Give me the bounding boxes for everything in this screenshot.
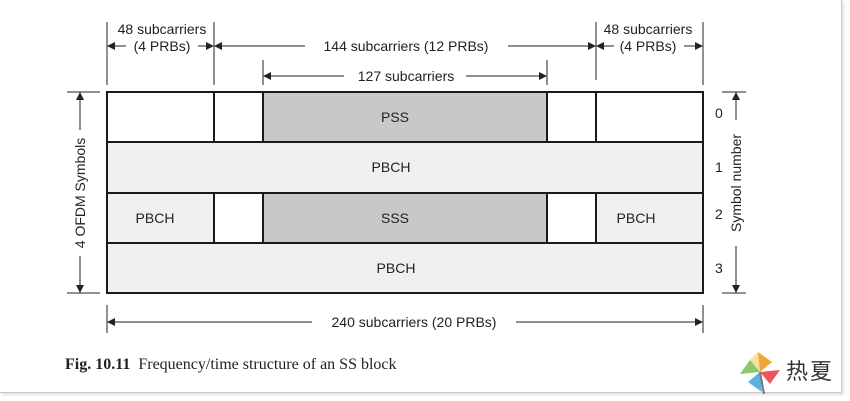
- bottom-240-label: 240 subcarriers (20 PRBs): [332, 314, 497, 330]
- pbch-row1-label: PBCH: [372, 159, 411, 175]
- cell-pbch-row1: [106, 141, 704, 194]
- cell-empty-r0-left: [106, 91, 215, 143]
- symbol-number-1: 1: [715, 159, 723, 175]
- dimension-arrows: [76, 42, 740, 326]
- figure-caption: Fig. 10.11 Frequency/time structure of an…: [65, 356, 397, 374]
- figure-frame: [0, 0, 842, 393]
- cell-empty-r2-gap-right: [546, 192, 597, 244]
- pbch-row3-label: PBCH: [377, 260, 416, 276]
- ss-grid: [106, 91, 704, 294]
- symbol-number-3: 3: [715, 260, 723, 276]
- symbol-number-2: 2: [715, 206, 723, 222]
- sss-label: SSS: [381, 210, 409, 226]
- cell-pbch-row3: [106, 242, 704, 294]
- left-ofdm-symbols-label: 4 OFDM Symbols: [72, 138, 88, 248]
- right-symbol-number-label: Symbol number: [728, 134, 744, 232]
- cell-pbch-r2-right: [595, 192, 704, 244]
- middle-144-label: 144 subcarriers (12 PRBs): [324, 38, 489, 54]
- cell-empty-r0-gap-left: [213, 91, 264, 143]
- caption-text: Frequency/time structure of an SS block: [138, 356, 397, 373]
- pss-label: PSS: [381, 109, 409, 125]
- pbch-row2-right-label: PBCH: [617, 210, 656, 226]
- pbch-row2-left-label: PBCH: [136, 210, 175, 226]
- cell-empty-r2-gap-left: [213, 192, 264, 244]
- cell-empty-r0-gap-right: [546, 91, 597, 143]
- symbol-number-0: 0: [715, 105, 723, 121]
- right-48-label-line2: (4 PRBs): [620, 38, 677, 54]
- left-48-label-line1: 48 subcarriers: [118, 21, 207, 37]
- caption-label: Fig. 10.11: [65, 356, 131, 373]
- left-48-label-line2: (4 PRBs): [134, 38, 191, 54]
- watermark-text: 热夏: [786, 360, 835, 385]
- right-48-label-line1: 48 subcarriers: [604, 21, 693, 37]
- pinwheel-logo-icon: [740, 352, 780, 395]
- cell-empty-r0-right: [595, 91, 704, 143]
- middle-127-label: 127 subcarriers: [358, 68, 455, 84]
